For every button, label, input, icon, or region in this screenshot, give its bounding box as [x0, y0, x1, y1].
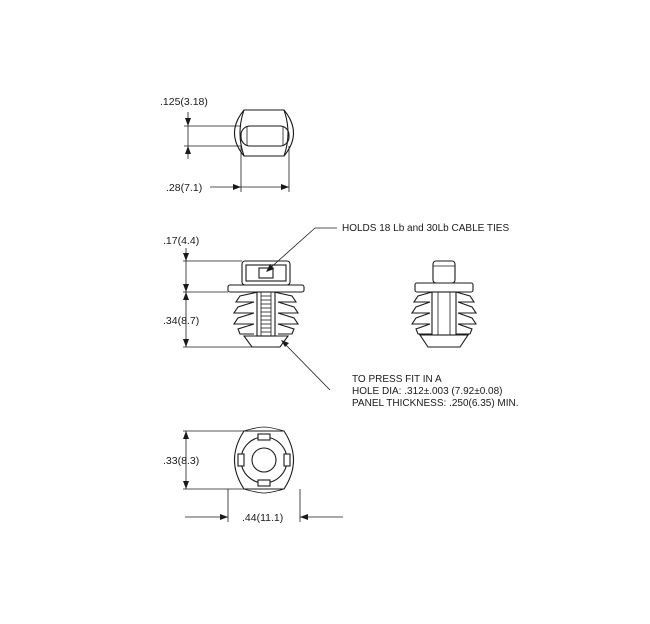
slot-width-dimension: .125(3.18) [160, 96, 241, 159]
press-fit-note-line3: PANEL THICKNESS: .250(6.35) MIN. [352, 398, 519, 409]
head-height-label: .17(4.4) [163, 235, 199, 247]
top-width-label: .28(7.1) [166, 182, 202, 194]
body-height-label: .34(8.7) [163, 315, 199, 327]
slot-width-label: .125(3.18) [160, 96, 208, 108]
head-height-dimension: .17(4.4) [163, 235, 242, 300]
cable-tie-note: HOLDS 18 Lb and 30Lb CABLE TIES [342, 223, 509, 234]
bottom-height-label: .33(8.3) [163, 455, 199, 467]
press-fit-note-line2: HOLE DIA: .312±.003 (7.92±0.08) [352, 386, 503, 397]
cable-tie-leader: HOLDS 18 Lb and 30Lb CABLE TIES [266, 223, 509, 272]
body-height-dimension: .34(8.7) [163, 292, 252, 348]
side-view [410, 260, 478, 348]
press-fit-leader: TO PRESS FIT IN A HOLE DIA: .312±.003 (7… [281, 340, 519, 409]
front-view [227, 260, 305, 348]
bottom-width-dimension: .44(11.1) [185, 489, 343, 524]
press-fit-note-line1: TO PRESS FIT IN A [352, 374, 442, 385]
shaft-hatching [261, 295, 271, 333]
bottom-height-dimension: .33(8.3) [163, 430, 244, 490]
bottom-view [234, 426, 294, 494]
bottom-width-label: .44(11.1) [242, 512, 283, 524]
top-width-dimension: .28(7.1) [166, 146, 290, 194]
top-view [233, 109, 295, 157]
